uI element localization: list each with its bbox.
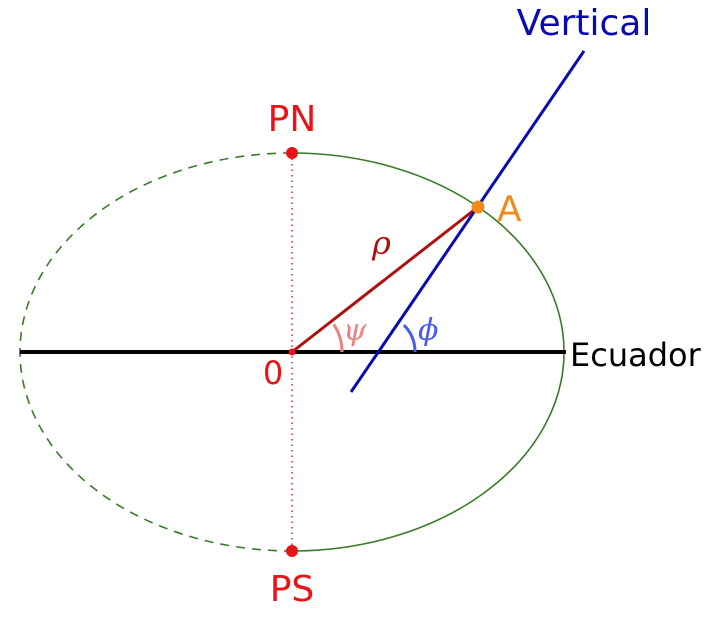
north-pole-marker (286, 147, 298, 159)
south-pole-marker (286, 545, 298, 557)
north-pole-label: PN (268, 99, 317, 140)
geodetic-angle-label: ϕ (418, 313, 438, 348)
radius-line (291, 205, 479, 354)
center-label: 0 (263, 354, 283, 392)
point-a-marker (471, 200, 485, 214)
radius-label: ρ (371, 224, 391, 262)
point-a-label: A (497, 189, 522, 230)
vertical-line (349, 50, 586, 393)
geodetic-angle-arc (402, 324, 417, 353)
equator-label: Ecuador (570, 336, 702, 374)
south-pole-label: PS (270, 569, 315, 610)
center-marker (288, 348, 296, 356)
geocentric-angle-arc (332, 323, 344, 353)
geocentric-angle-label: ψ (343, 313, 367, 348)
vertical-label: Vertical (517, 3, 652, 44)
